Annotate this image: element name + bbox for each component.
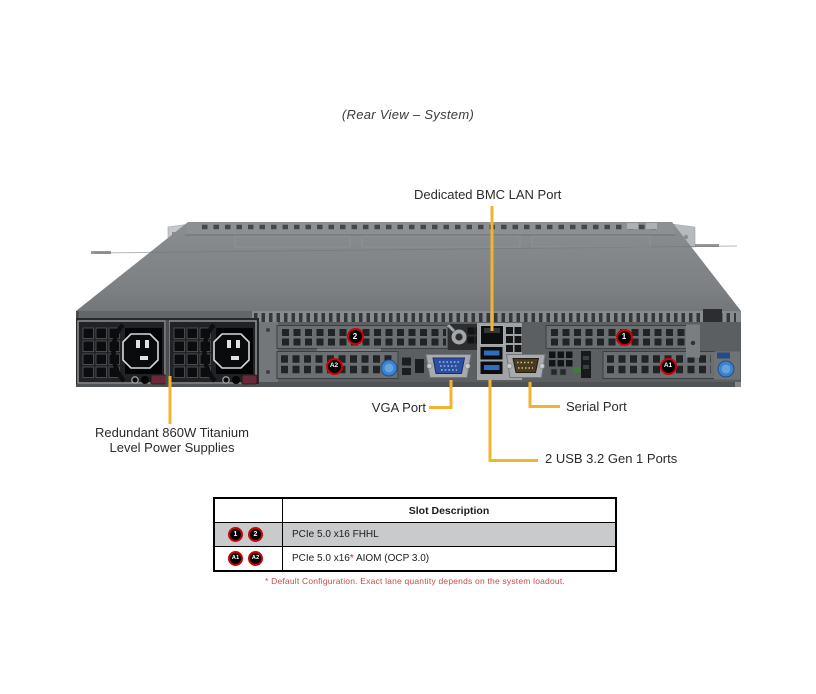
label-power-supplies-line1: Redundant 860W Titanium xyxy=(95,425,249,440)
psu-1 xyxy=(77,320,167,385)
table-badge-a1: A1 xyxy=(228,551,243,566)
power-supply-modules xyxy=(76,318,259,385)
label-vga-port: VGA Port xyxy=(371,400,426,415)
table-header-slot-cell xyxy=(215,499,283,522)
label-serial-port: Serial Port xyxy=(566,399,627,414)
table-badge-1: 1 xyxy=(228,527,243,542)
callout-line-vga xyxy=(429,380,453,409)
label-usb-ports: 2 USB 3.2 Gen 1 Ports xyxy=(545,451,678,466)
chassis-top xyxy=(76,222,741,311)
chassis-badge-slot-a1: A1 xyxy=(659,358,677,375)
figure-title: (Rear View – System) xyxy=(341,107,475,122)
table-header-row: Slot Description xyxy=(215,499,615,523)
row2-desc-post: AIOM (OCP 3.0) xyxy=(353,553,430,564)
psu-2 xyxy=(168,320,258,385)
callout-line-serial xyxy=(528,382,560,408)
usb-ports xyxy=(480,347,503,374)
table-row2-badges: A1 A2 xyxy=(215,547,283,570)
label-power-supplies: Redundant 860W Titanium Level Power Supp… xyxy=(83,425,261,455)
row2-desc-pre: PCIe 5.0 x16 xyxy=(292,553,350,564)
chassis-badge-slot-1: 1 xyxy=(615,328,633,346)
table-badge-a2: A2 xyxy=(248,551,263,566)
table-row2-description: PCIe 5.0 x16* AIOM (OCP 3.0) xyxy=(283,547,615,570)
chassis-badge-slot-a2: A2 xyxy=(325,358,343,375)
slot-description-table: Slot Description 1 2 PCIe 5.0 x16 FHHL A… xyxy=(213,497,617,572)
chassis-badge-slot-2: 2 xyxy=(346,328,364,345)
table-row: A1 A2 PCIe 5.0 x16* AIOM (OCP 3.0) xyxy=(215,547,615,570)
table-row: 1 2 PCIe 5.0 x16 FHHL xyxy=(215,523,615,547)
table-row1-description: PCIe 5.0 x16 FHHL xyxy=(292,529,379,540)
label-bmc-lan-port: Dedicated BMC LAN Port xyxy=(414,187,562,202)
callout-line-usb xyxy=(488,380,538,462)
vga-port xyxy=(425,354,472,378)
table-footnote: * Default Configuration. Exact lane quan… xyxy=(265,576,565,586)
table-row1-badges: 1 2 xyxy=(215,523,283,546)
label-power-supplies-line2: Level Power Supplies xyxy=(109,440,235,455)
row2-asterisk: * xyxy=(349,553,354,564)
serial-port xyxy=(505,354,546,378)
callout-lines xyxy=(168,206,560,462)
table-badge-2: 2 xyxy=(248,527,263,542)
table-header-description: Slot Description xyxy=(408,504,490,517)
io-panel xyxy=(259,322,741,382)
